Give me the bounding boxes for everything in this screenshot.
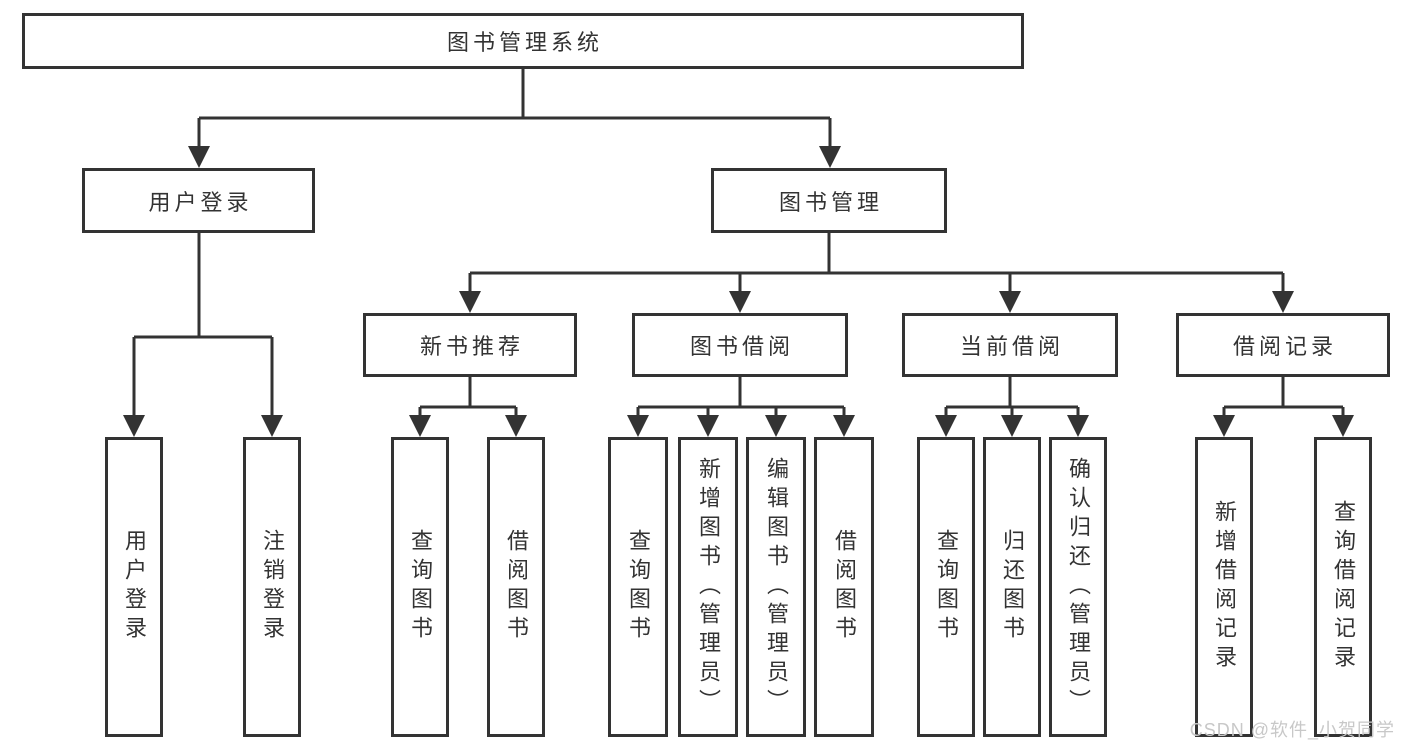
leaf-query-books-current: 查询图书: [917, 437, 975, 737]
leaf-return-books: 归还图书: [983, 437, 1041, 737]
leaf-logout-login: 注销登录: [243, 437, 301, 737]
node-new-book-recommend: 新书推荐: [363, 313, 577, 377]
csdn-watermark: CSDN @软件_小贺同学: [1189, 720, 1395, 740]
node-book-management: 图书管理: [711, 168, 947, 233]
node-borrow-records: 借阅记录: [1176, 313, 1390, 377]
node-library-management-system: 图书管理系统: [22, 13, 1024, 69]
leaf-borrow-books: 借阅图书: [814, 437, 874, 737]
leaf-confirm-return-admin: 确认归还（管理员）: [1049, 437, 1107, 737]
leaf-query-borrow-record: 查询借阅记录: [1314, 437, 1372, 737]
node-user-login: 用户登录: [82, 168, 315, 233]
leaf-add-book-admin: 新增图书（管理员）: [678, 437, 738, 737]
leaf-query-books-borrow: 查询图书: [608, 437, 668, 737]
node-current-borrow: 当前借阅: [902, 313, 1118, 377]
leaf-edit-book-admin: 编辑图书（管理员）: [746, 437, 806, 737]
leaf-add-borrow-record: 新增借阅记录: [1195, 437, 1253, 737]
node-book-borrow: 图书借阅: [632, 313, 848, 377]
leaf-query-books-recommend: 查询图书: [391, 437, 449, 737]
leaf-borrow-books-recommend: 借阅图书: [487, 437, 545, 737]
leaf-user-login: 用户登录: [105, 437, 163, 737]
